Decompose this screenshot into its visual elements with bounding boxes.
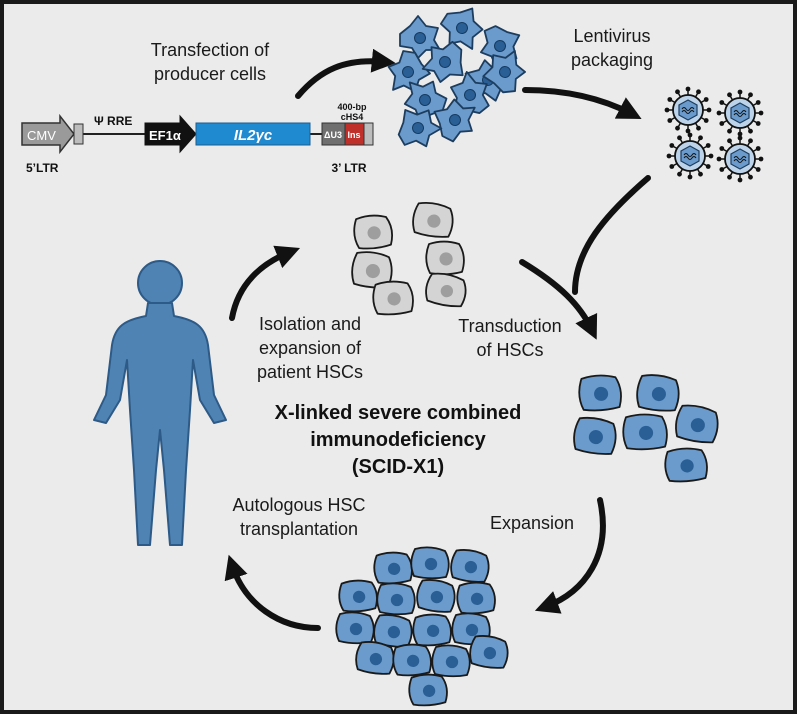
expanded-hsc [412,613,452,647]
patient-human-figure [93,260,227,546]
isolation-label-3: patient HSCs [257,362,363,382]
title-line-1: X-linked severe combined [275,402,522,424]
expanded-hsc [373,551,413,585]
expanded-hsc [410,546,450,580]
patient-hsc [372,280,414,316]
producer-cell [482,49,526,94]
producer-cell-cluster [387,7,526,148]
ltr5-block [73,123,84,145]
ef1a-promoter-arrow [144,114,197,154]
ltr5-label: 5’LTR [26,161,59,175]
expanded-hsc [335,611,375,645]
transduced-hsc-cells [573,374,719,483]
producer-cell [399,15,441,59]
transplant-arrow [224,554,321,631]
isolation-label-1: Isolation and [259,314,361,334]
transplant-label-2: transplantation [240,519,358,539]
transduced-hsc [675,404,719,444]
lentiviral-vector-construct: CMV 5’LTR Ψ RRE EF1α IL2γc ΔU3 Ins 400-b… [21,102,374,175]
expanded-hsc [373,614,413,648]
virus-particle [664,86,712,134]
isolation-arrow [229,245,301,321]
transduction-label-1: Transduction [458,316,561,336]
transfection-label-2: producer cells [154,64,266,84]
expansion-label: Expansion [490,513,574,533]
chs4-label-2: cHS4 [341,112,364,122]
producer-cell [433,98,476,143]
title-line-2: immunodeficiency [310,429,486,451]
virus-particle [716,89,764,137]
packaging-label-1: Lentivirus [573,26,650,46]
producer-cell [387,50,431,93]
transplant-label-1: Autologous HSC [232,495,365,515]
producer-cell [439,7,484,50]
expanded-hsc [338,579,378,613]
transfection-arrow [295,48,396,99]
expanded-hsc [392,643,432,677]
virus-particle [716,135,764,183]
packaging-label-2: packaging [571,50,653,70]
ins-label: Ins [347,130,360,140]
transfection-label-1: Transfection of [151,40,270,60]
chs4-label-1: 400-bp [337,102,367,112]
il2gc-gene-box [195,122,311,146]
expanded-hsc [408,673,448,707]
expanded-hsc [469,635,509,669]
cmv-label: CMV [27,128,56,143]
transduced-hsc [573,416,617,455]
patient-hsc [425,240,465,276]
ltr3-label: 3’ LTR [331,161,366,175]
transduced-hsc [622,413,668,451]
expanded-hsc [431,644,471,678]
psi-rre-label: Ψ RRE [94,114,132,128]
expanded-hsc [456,581,496,615]
human-head [137,260,183,306]
delta-u3-label: ΔU3 [324,130,342,140]
virus-down-arrow [572,175,651,295]
expanded-hsc [416,579,456,613]
isolation-label-2: expansion of [259,338,362,358]
expansion-arrow [534,497,606,614]
transduced-hsc [636,374,680,412]
human-body [93,302,227,546]
virus-particle [666,132,714,180]
expanded-hsc [376,582,416,616]
transduction-arrow [519,259,598,340]
lentivirus-particles [664,86,764,183]
ef1a-label: EF1α [149,128,181,143]
expanded-hsc [355,641,395,675]
title-line-3: (SCID-X1) [352,456,444,478]
producer-cell [397,109,443,148]
il2gc-label: IL2γc [234,127,273,144]
expanded-hsc [450,549,490,583]
patient-hsc [353,214,393,250]
cmv-promoter-arrow [21,113,75,155]
transduction-label-2: of HSCs [476,340,543,360]
transduced-hsc [664,447,708,483]
expanded-hsc-cluster [335,546,509,707]
producer-cell [421,40,464,83]
packaging-arrow [522,87,642,119]
transduced-hsc [578,374,622,412]
ltr3-end-block [363,122,374,146]
patient-hsc [425,272,467,308]
patient-hsc [412,201,454,238]
patient-hsc-cells [351,201,467,316]
